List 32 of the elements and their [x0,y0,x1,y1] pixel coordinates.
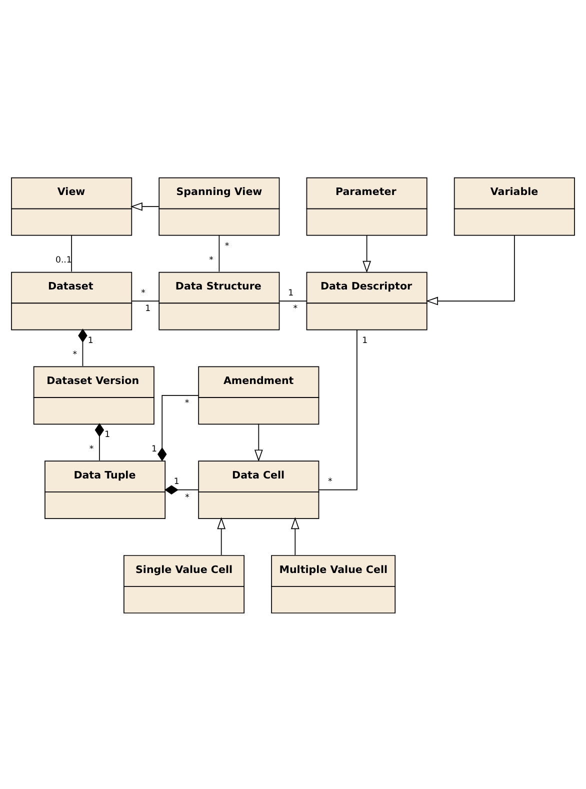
arrow [254,422,263,462]
label: 1 [362,336,368,346]
label: 1 [104,430,110,440]
connector [71,234,72,272]
label: * [72,349,77,360]
label: * [293,304,298,314]
connector [78,328,88,366]
label: * [141,288,146,298]
connector [157,394,199,461]
connector [218,234,220,272]
label: 0..1 [56,255,72,266]
label: * [185,492,190,502]
label: * [224,240,230,251]
label: 1 [174,476,180,487]
arrow [426,234,515,305]
connector [94,422,104,460]
connector [318,328,358,490]
arrow [290,516,300,555]
label: 1 [288,288,294,298]
label: 1 [145,304,151,314]
label: * [184,398,190,408]
arrow [217,516,226,555]
label: * [89,444,94,454]
label: * [209,255,214,266]
arrow [362,234,372,272]
label: * [328,476,332,487]
arrow [130,202,160,210]
connector [132,300,160,301]
connector [279,300,308,301]
label: 1 [88,335,94,346]
label: 1 [152,444,157,454]
connector [164,484,199,494]
